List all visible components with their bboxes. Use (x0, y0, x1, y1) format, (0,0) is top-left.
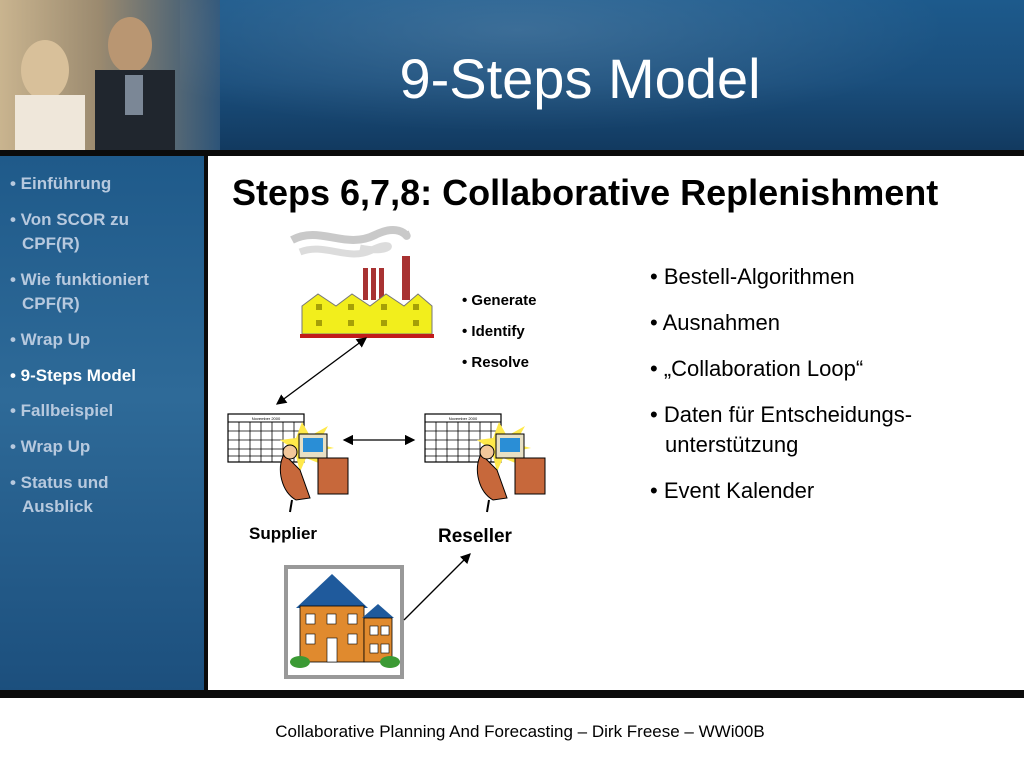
sidebar-item-von-scor-line2[interactable]: CPF(R) (22, 234, 80, 253)
factory-icon (300, 256, 434, 338)
house-icon (284, 565, 404, 679)
supplier-computer-icon (280, 422, 349, 513)
sidebar: • Einführung • Von SCOR zu CPF(R) • Wie … (0, 156, 208, 692)
bullet-event-kalender: • Event Kalender (650, 478, 815, 503)
sidebar-item-wie-funktioniert-line2[interactable]: CPF(R) (22, 294, 80, 313)
header-divider (0, 150, 1024, 156)
header-photo (0, 0, 220, 150)
bullet-bestell-algorithmen: • Bestell-Algorithmen (650, 264, 855, 289)
slide-title: 9-Steps Model (399, 47, 761, 110)
reseller-calendar-caption: November 2000 (449, 416, 478, 421)
content-title: Steps 6,7,8: Collaborative Replenishment (232, 172, 939, 213)
process-step-generate: • Generate (462, 292, 537, 309)
slide-header: 9-Steps Model (0, 0, 1024, 150)
process-step-identify: • Identify (462, 323, 525, 340)
reseller-computer-icon (477, 422, 546, 513)
supplier-label: Supplier (249, 524, 318, 543)
sidebar-item-wrap-up-1[interactable]: • Wrap Up (10, 330, 91, 349)
sidebar-item-9-steps-model[interactable]: • 9-Steps Model (10, 366, 136, 385)
bullet-ausnahmen: • Ausnahmen (650, 310, 781, 335)
sidebar-item-einfuehrung[interactable]: • Einführung (10, 174, 112, 193)
supplier-calendar-caption: November 2000 (252, 416, 281, 421)
reseller-label: Reseller (438, 526, 512, 547)
sidebar-item-status[interactable]: • Status und (10, 473, 109, 492)
sidebar-item-von-scor[interactable]: • Von SCOR zu (10, 210, 129, 229)
bullet-daten-line2: unterstützung (665, 432, 799, 457)
footer-text: Collaborative Planning And Forecasting –… (275, 722, 765, 741)
bullet-collaboration-loop: • „Collaboration Loop“ (650, 356, 864, 381)
factory-supplier-arrow (275, 337, 368, 405)
sidebar-item-fallbeispiel[interactable]: • Fallbeispiel (10, 401, 114, 420)
footer-divider (0, 690, 1024, 698)
header-shine (180, 0, 1024, 150)
process-step-resolve: • Resolve (462, 354, 529, 371)
sidebar-item-wie-funktioniert[interactable]: • Wie funktioniert (10, 270, 149, 289)
supplier-calendar-icon: November 2000 (227, 413, 305, 463)
house-reseller-arrow (403, 553, 471, 621)
sidebar-item-wrap-up-2[interactable]: • Wrap Up (10, 437, 91, 456)
sidebar-item-status-line2[interactable]: Ausblick (22, 497, 93, 516)
bullet-daten: • Daten für Entscheidungs- (650, 402, 913, 427)
factory-smoke-icon (290, 226, 411, 258)
